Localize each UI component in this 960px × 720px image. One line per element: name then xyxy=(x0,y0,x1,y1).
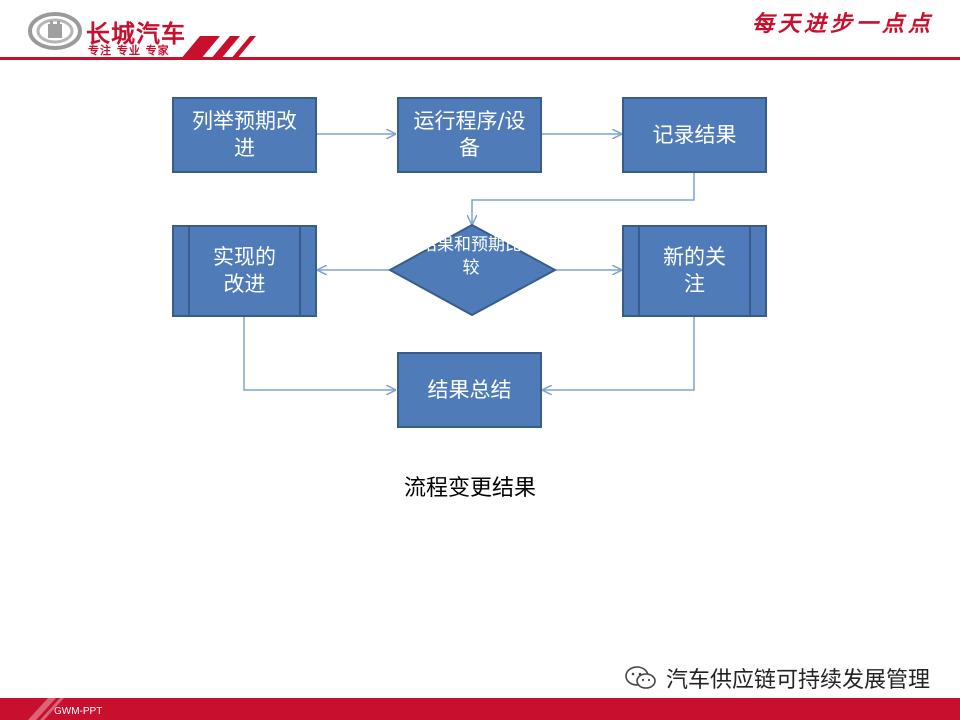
node-summary: 结果总结 xyxy=(397,352,542,428)
watermark-text: 汽车供应链可持续发展管理 xyxy=(665,668,930,693)
node-new-concerns-label: 新的关注 xyxy=(663,245,726,296)
watermark: 汽车供应链可持续发展管理 xyxy=(624,662,930,694)
great-wall-emblem-icon xyxy=(28,12,82,50)
slogan: 每天进步一点点 xyxy=(751,11,934,37)
wechat-icon xyxy=(625,666,656,689)
header-stripes xyxy=(180,36,256,60)
node-summary-label: 结果总结 xyxy=(427,377,512,402)
footer-label: GWM-PPT xyxy=(54,706,103,717)
diagram-caption: 流程变更结果 xyxy=(403,476,536,501)
node-run-program-label: 运行程序/设备 xyxy=(413,109,526,160)
node-realized-improvements: 实现的改进 xyxy=(172,225,317,317)
brand-name: 长城汽车 xyxy=(86,20,186,48)
node-record-results: 记录结果 xyxy=(622,97,767,173)
footer-bar xyxy=(0,698,960,720)
header: 长城汽车 专注 专业 专家 每天进步一点点 xyxy=(0,0,960,62)
node-run-program: 运行程序/设备 xyxy=(397,97,542,173)
connector-new-to-summary xyxy=(543,316,695,390)
header-divider xyxy=(0,57,960,60)
node-record-results-label: 记录结果 xyxy=(652,122,737,147)
connector-realized-to-summary xyxy=(243,316,395,390)
brand-tagline: 专注 专业 专家 xyxy=(88,44,170,57)
node-compare-label: 结果和预期比较 xyxy=(420,235,522,278)
node-list-improvements: 列举预期改进 xyxy=(172,97,317,173)
node-realized-improvements-label: 实现的改进 xyxy=(213,245,276,296)
decision-diamond xyxy=(387,223,558,317)
node-list-improvements-label: 列举预期改进 xyxy=(192,109,297,160)
connector-record-to-compare xyxy=(472,173,695,224)
node-new-concerns: 新的关注 xyxy=(622,225,767,317)
